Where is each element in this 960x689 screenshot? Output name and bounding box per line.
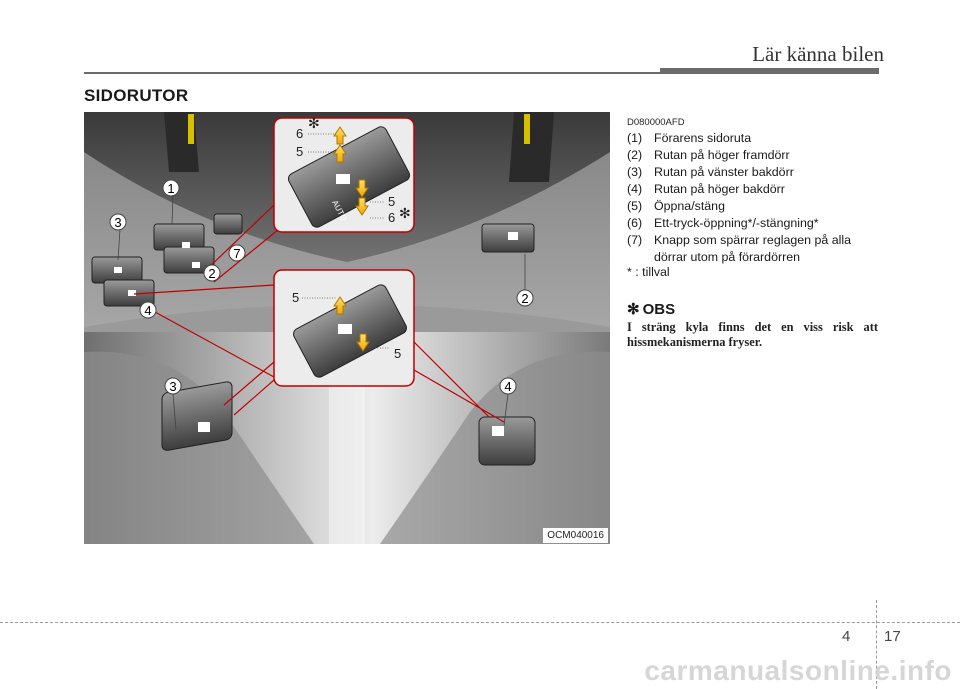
svg-text:3: 3 [114, 215, 121, 230]
svg-text:✻: ✻ [308, 115, 320, 131]
figure-code: OCM040016 [543, 528, 608, 543]
obs-heading: ✻OBS [627, 301, 676, 318]
list-item: (1)Förarens sidoruta [627, 131, 752, 145]
svg-text:5: 5 [394, 346, 401, 361]
svg-text:7: 7 [233, 246, 240, 261]
list-item: (4)Rutan på höger bakdörr [627, 182, 785, 196]
list-item: (2)Rutan på höger framdörr [627, 148, 790, 162]
footer-divider [876, 600, 877, 689]
svg-text:4: 4 [144, 303, 151, 318]
header-rule-accent [660, 68, 879, 74]
asterisk-icon: ✻ [627, 301, 640, 318]
list-item: (6)Ett-tryck-öppning*/-stängning* [627, 216, 819, 230]
legend-list: (1)Förarens sidoruta (2)Rutan på höger f… [627, 130, 877, 266]
svg-text:3: 3 [169, 379, 176, 394]
svg-text:6: 6 [296, 126, 303, 141]
svg-text:2: 2 [521, 291, 528, 306]
list-item: (7)Knapp som spärrar reglagen på alla dö… [627, 233, 851, 264]
svg-text:1: 1 [167, 181, 174, 196]
chapter-number: 4 [842, 628, 851, 645]
reference-code: D080000AFD [627, 117, 685, 128]
list-item: (5)Öppna/stäng [627, 199, 725, 213]
svg-text:5: 5 [296, 144, 303, 159]
obs-text: I sträng kyla finns det en viss risk att… [627, 320, 878, 349]
list-item: (3)Rutan på vänster bakdörr [627, 165, 794, 179]
svg-text:5: 5 [388, 194, 395, 209]
chapter-title: Lär känna bilen [752, 42, 884, 66]
option-note: * : tillval [627, 265, 670, 279]
footer-rule [0, 622, 960, 623]
svg-text:4: 4 [504, 379, 511, 394]
svg-text:✻: ✻ [399, 205, 411, 221]
watermark: carmanualsonline.info [644, 655, 952, 686]
header-rule [84, 72, 879, 74]
svg-text:5: 5 [292, 290, 299, 305]
section-title: SIDORUTOR [84, 86, 189, 105]
window-switch-figure: AUTO 6 5 5 6 ✻ ✻ 5 5 1 2 3 4 7 [84, 112, 610, 544]
figure-illustration: AUTO 6 5 5 6 ✻ ✻ 5 5 1 2 3 4 7 [84, 112, 610, 544]
page-number: 17 [884, 628, 901, 645]
svg-text:6: 6 [388, 210, 395, 225]
svg-text:2: 2 [208, 266, 215, 281]
driver-switch-cluster [91, 213, 243, 307]
